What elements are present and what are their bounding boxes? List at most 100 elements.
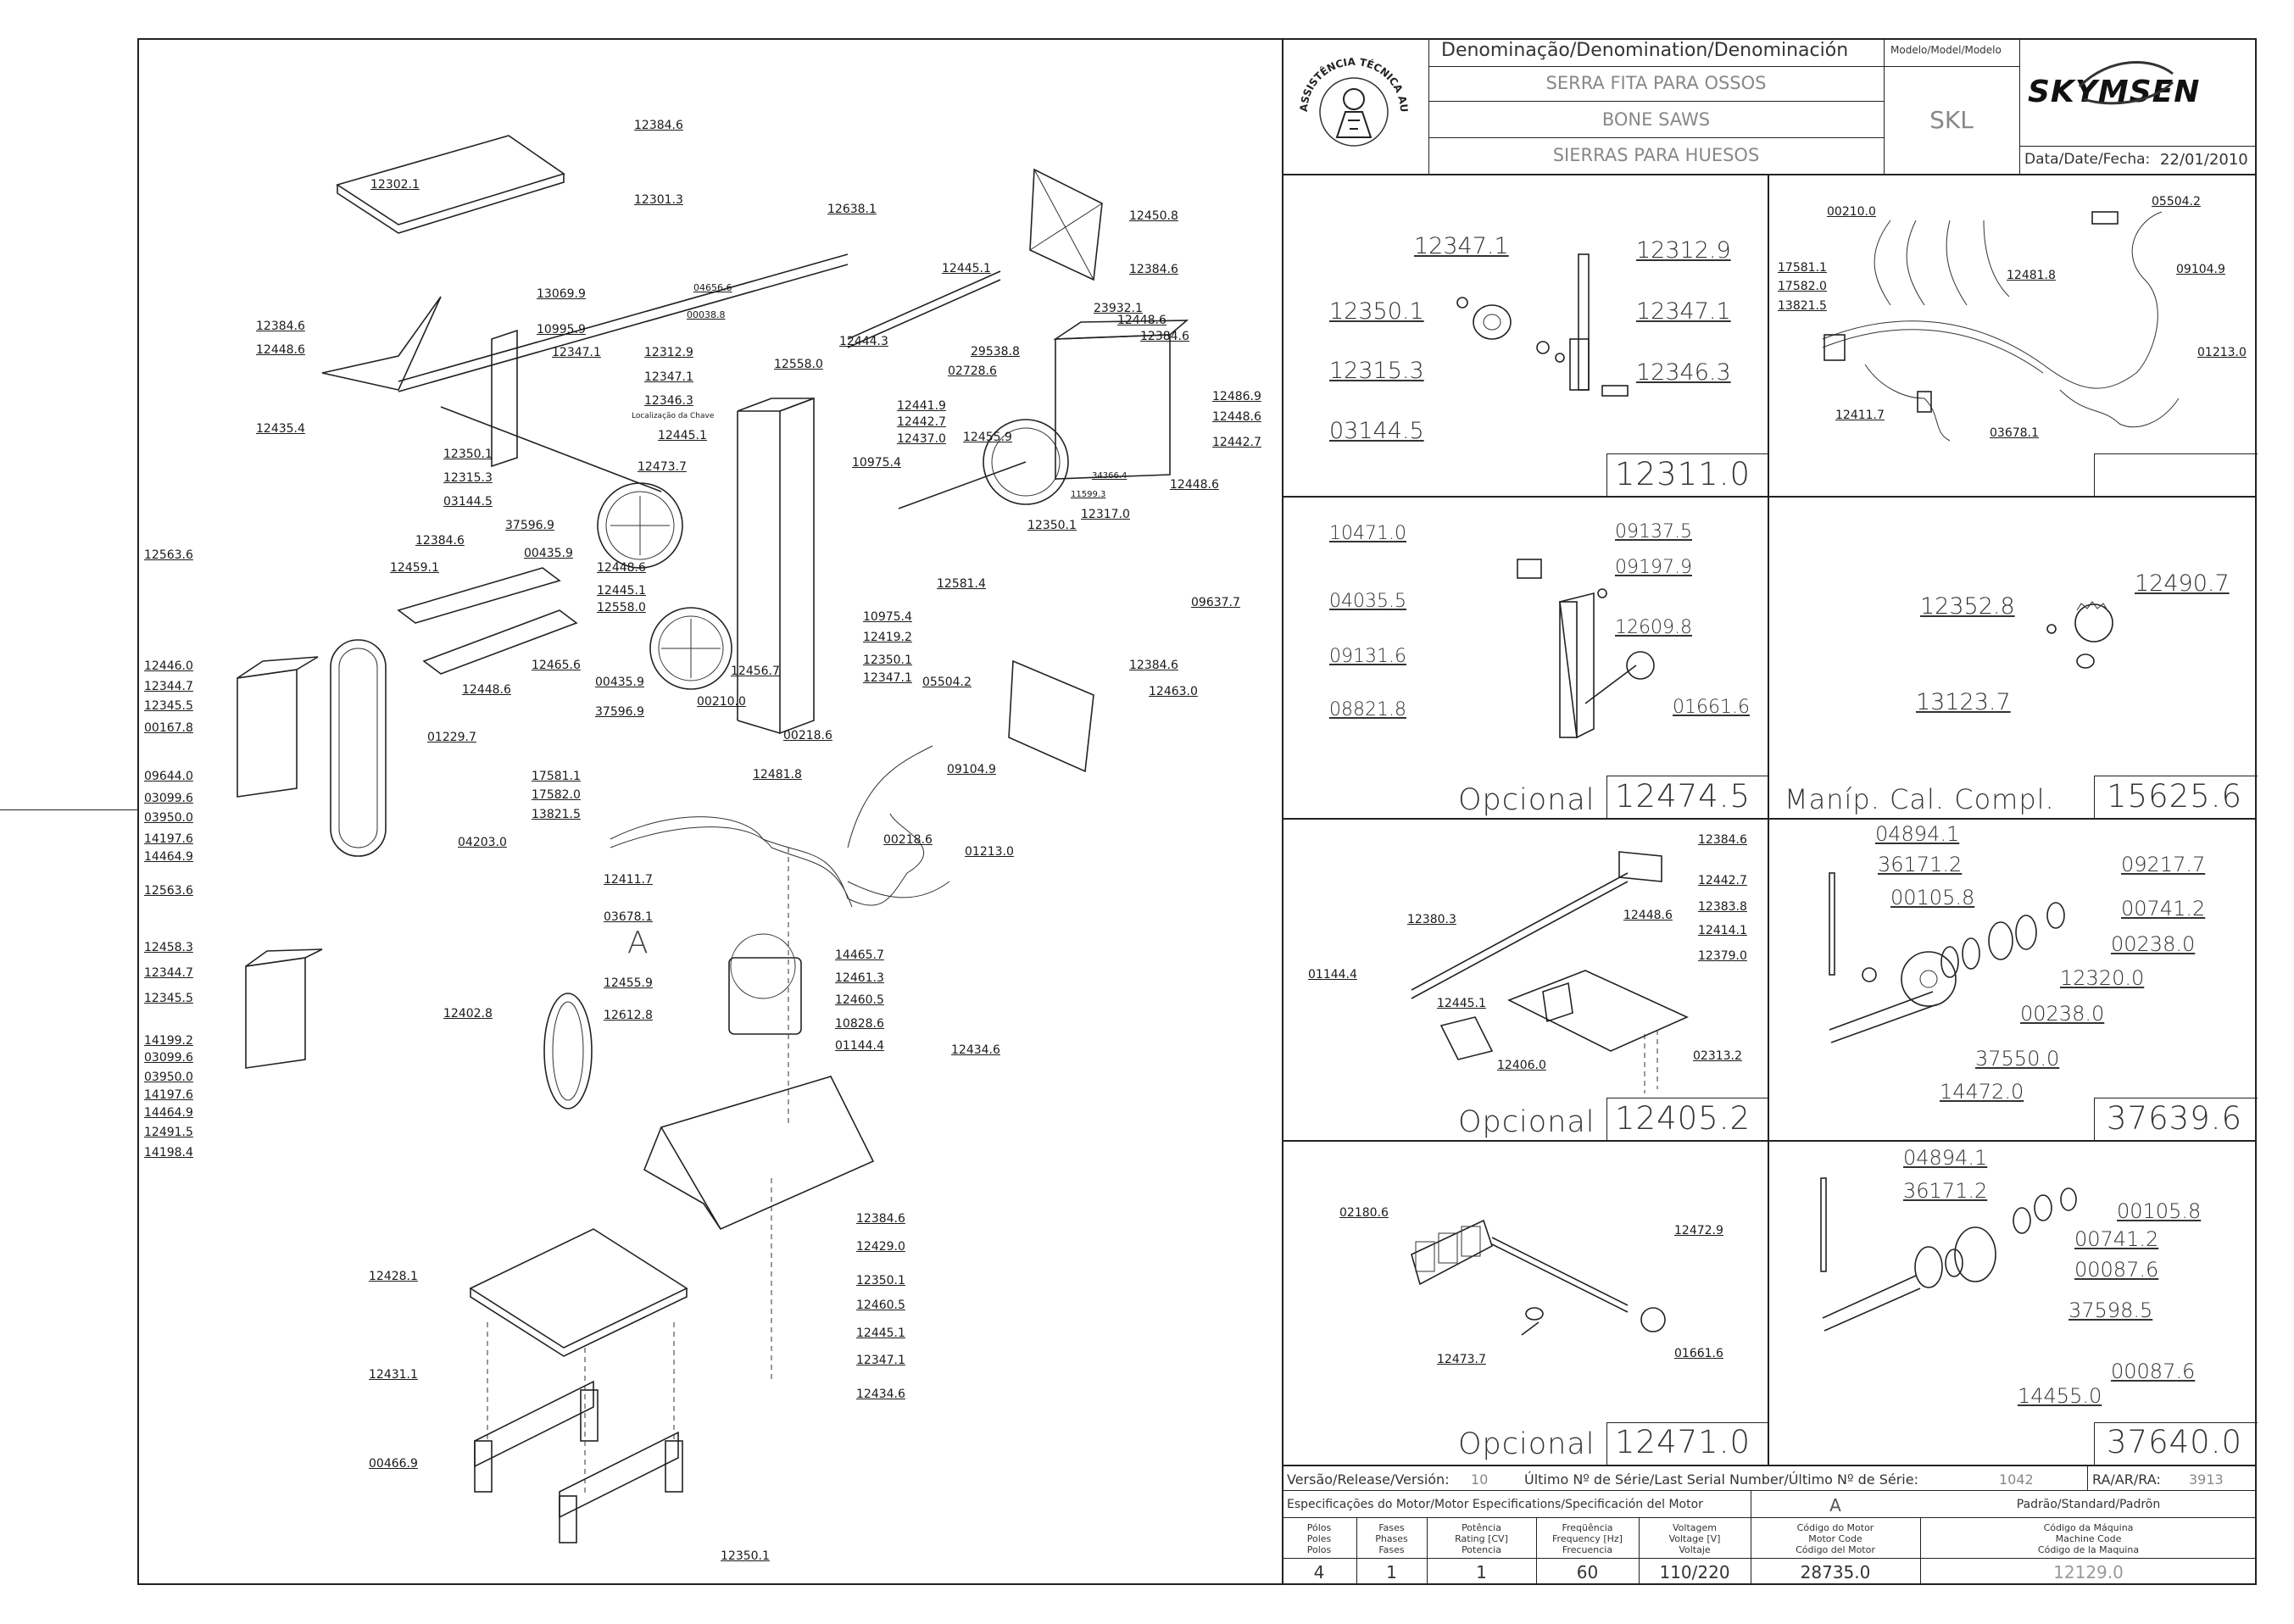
part-label: 01213.0 — [965, 845, 1014, 859]
part-label: 09637.7 — [1191, 596, 1240, 609]
part-label: 12312.9 — [1636, 237, 1731, 264]
date-label: Data/Date/Fecha: — [2024, 151, 2151, 168]
product-name-es: SIERRAS PARA HUESOS — [1552, 145, 1760, 165]
switch-location-note: Localização da Chave — [632, 412, 715, 420]
part-label: 00105.8 — [2117, 1199, 2202, 1223]
header-bottom-rule — [1282, 174, 2257, 175]
brand-swoosh-icon — [2078, 61, 2174, 105]
date-value: 22/01/2010 — [2160, 151, 2248, 169]
product-name-pt: SERRA FITA PARA OSSOS — [1545, 73, 1767, 93]
part-label: 12434.6 — [856, 1388, 905, 1401]
part-label: 12448.6 — [1117, 314, 1166, 327]
part-label: 12384.6 — [1140, 330, 1189, 343]
part-label: 09217.7 — [2121, 853, 2206, 876]
panel-number: 12471.0 — [1615, 1424, 1751, 1460]
part-label: 12350.1 — [721, 1549, 770, 1563]
guide-rail — [397, 567, 561, 624]
version-label: Versão/Release/Versión: — [1287, 1471, 1450, 1488]
part-label: 12441.9 — [897, 399, 946, 413]
panel-number: 37640.0 — [2107, 1424, 2243, 1460]
part-label: 12460.5 — [856, 1299, 905, 1312]
part-label: 00087.6 — [2074, 1258, 2159, 1282]
part-label: 12612.8 — [604, 1009, 653, 1022]
part-label: 04203.0 — [458, 836, 507, 849]
part-label: 12384.6 — [856, 1212, 905, 1226]
part-label: 12302.1 — [370, 178, 420, 192]
part-label: 12445.1 — [658, 429, 707, 442]
part-label: 03950.0 — [144, 1071, 193, 1084]
standard-label: Padrão/Standard/Padrõn — [2016, 1498, 2161, 1511]
part-label: 03099.6 — [144, 792, 193, 805]
part-label: 09131.6 — [1329, 646, 1406, 667]
part-label: 12320.0 — [2060, 966, 2145, 990]
part-label: 37596.9 — [505, 519, 554, 532]
motor-spec-label: Especificações do Motor/Motor Especifica… — [1287, 1498, 1703, 1511]
part-label: 12431.1 — [369, 1368, 418, 1382]
frequency-value: 60 — [1576, 1562, 1599, 1582]
part-label: 12448.6 — [597, 561, 646, 575]
part-label: 01213.0 — [2197, 346, 2247, 359]
ra-label: RA/AR/RA: — [2092, 1471, 2161, 1488]
part-label: 14464.9 — [144, 850, 193, 864]
part-label: 12455.9 — [963, 431, 1012, 444]
ra-value: 3913 — [2189, 1471, 2224, 1488]
belt — [543, 993, 593, 1110]
part-label: 12486.9 — [1212, 390, 1261, 403]
serial-value: 1042 — [1999, 1471, 2034, 1488]
lower-wheel — [649, 607, 732, 690]
part-label: 12301.3 — [634, 193, 683, 207]
phases-value: 1 — [1386, 1562, 1397, 1582]
part-label: 12563.6 — [144, 548, 193, 562]
part-label: 12312.9 — [644, 346, 693, 359]
part-label: 10975.4 — [852, 456, 901, 470]
motor-variant-marker: A — [627, 926, 649, 960]
part-label: 12344.7 — [144, 680, 193, 693]
part-label: 05504.2 — [922, 676, 972, 689]
part-label: 03099.6 — [144, 1051, 193, 1065]
part-label: 12448.6 — [256, 343, 305, 357]
part-label: 12384.6 — [1129, 659, 1178, 672]
part-label: 12563.6 — [144, 884, 193, 898]
denomination-label: Denominação/Denomination/Denominación — [1441, 40, 1849, 61]
part-label: 12384.6 — [1698, 833, 1747, 847]
part-label: 12448.6 — [1170, 478, 1219, 492]
part-label: 12350.1 — [1329, 298, 1424, 325]
part-label: 09644.0 — [144, 770, 193, 783]
part-label: 09137.5 — [1615, 521, 1692, 542]
part-label: 36171.2 — [1878, 853, 1963, 876]
part-label: 12609.8 — [1615, 617, 1692, 638]
part-label: 36171.2 — [1903, 1179, 1988, 1203]
part-label: 09104.9 — [947, 763, 996, 776]
option-label: Opcional — [1458, 1427, 1595, 1461]
part-label: 12481.8 — [2007, 269, 2056, 282]
part-label: 37598.5 — [2068, 1299, 2153, 1322]
part-label: 12347.1 — [863, 671, 912, 685]
part-label: 12472.9 — [1674, 1224, 1723, 1237]
left-margin-tick — [0, 809, 137, 810]
part-label: 12446.0 — [144, 659, 193, 673]
left-bracket — [321, 296, 442, 391]
part-label: 09197.9 — [1615, 557, 1692, 578]
part-label: 08821.8 — [1329, 699, 1406, 720]
part-label: 00238.0 — [2020, 1002, 2105, 1026]
part-label: 03678.1 — [1990, 426, 2039, 440]
part-label: 00218.6 — [783, 729, 832, 742]
panel-number: 12474.5 — [1615, 778, 1751, 815]
col-poles-header: Pólos Poles Polos — [1306, 1522, 1332, 1555]
part-label: 12411.7 — [604, 873, 653, 887]
part-label: 03144.5 — [443, 495, 493, 509]
part-label: 00435.9 — [595, 676, 644, 689]
part-label: 12315.3 — [1329, 358, 1424, 384]
part-label: 12345.5 — [144, 992, 193, 1005]
upper-wheel — [597, 482, 683, 569]
part-label: 04656.6 — [693, 282, 732, 293]
panel-number: 15625.6 — [2107, 778, 2243, 815]
part-label: 12448.6 — [1623, 909, 1673, 922]
part-label: 29538.8 — [971, 345, 1020, 359]
part-label: 37596.9 — [595, 705, 644, 719]
right-block-border — [1282, 38, 1283, 1585]
part-label: 12490.7 — [2135, 570, 2230, 597]
part-label: 12458.3 — [144, 941, 193, 954]
col-motor-code-header: Código do Motor Motor Code Código del Mo… — [1796, 1522, 1875, 1555]
